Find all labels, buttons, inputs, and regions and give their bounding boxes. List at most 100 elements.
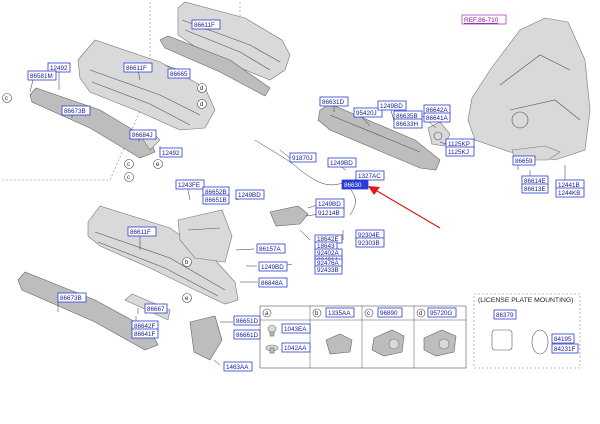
svg-text:86581M: 86581M <box>30 73 53 80</box>
rear-bumper-cover-lower <box>87 205 239 305</box>
label-86673B-bot[interactable]: 86673B <box>57 292 87 303</box>
svg-text:1243FE: 1243FE <box>178 182 200 189</box>
label-1125KJ[interactable]: 1125KJ <box>445 146 475 157</box>
svg-text:86642F: 86642F <box>134 323 156 330</box>
svg-text:84231F: 84231F <box>554 346 576 353</box>
svg-text:c: c <box>367 311 370 317</box>
svg-text:86613E: 86613E <box>524 186 546 193</box>
label-1244KB[interactable]: 1244KB <box>555 187 585 198</box>
label-86684J[interactable]: 86684J <box>129 129 157 140</box>
reflector-lower <box>269 205 309 227</box>
label-86611F-bot[interactable]: 86611F <box>127 226 157 237</box>
label-86673B-top[interactable]: 86673B <box>61 105 91 116</box>
svg-text:86667: 86667 <box>147 306 165 313</box>
svg-text:e: e <box>185 296 189 302</box>
sensor-icon-96890 <box>371 329 405 357</box>
svg-text:86641A: 86641A <box>426 115 449 122</box>
svg-text:86848A: 86848A <box>261 280 284 287</box>
label-1327AC[interactable]: 1327AC <box>355 170 385 181</box>
svg-text:86684J: 86684J <box>132 132 153 139</box>
license-bracket-icon <box>491 329 513 351</box>
nut-icon-1335AA <box>325 333 353 355</box>
bumper-cover-mid <box>77 39 216 131</box>
svg-text:86157A: 86157A <box>259 246 282 253</box>
label-12492-b[interactable]: 12492 <box>159 147 183 158</box>
label-1243FE[interactable]: 1243FE <box>175 179 205 190</box>
label-1335AA[interactable]: 1335AA <box>325 307 355 318</box>
label-1042AA[interactable]: 1042AA <box>281 342 311 353</box>
label-1249BD-e[interactable]: 1249BD <box>258 261 288 272</box>
label-86581M[interactable]: 86581M <box>27 70 57 81</box>
svg-text:91870J: 91870J <box>292 155 313 162</box>
skid-plate-lower <box>17 271 159 351</box>
svg-text:18642E: 18642E <box>317 236 339 243</box>
ref-86-710-label[interactable]: REF.86-710 <box>461 14 507 25</box>
label-84195[interactable]: 84195 <box>551 333 575 344</box>
label-96890[interactable]: 96890 <box>377 307 403 318</box>
svg-text:86633H: 86633H <box>396 121 419 128</box>
label-1043EA[interactable]: 1043EA <box>281 323 311 334</box>
label-1249BD-c[interactable]: 1249BD <box>235 189 265 200</box>
label-91870J[interactable]: 91870J <box>289 152 317 163</box>
label-86661D[interactable]: 86661D <box>233 329 261 340</box>
label-84231F[interactable]: 84231F <box>551 343 579 354</box>
label-95420J[interactable]: 95420J <box>353 107 383 118</box>
license-cover-icon <box>531 329 549 355</box>
callout-c-1: c <box>2 93 12 103</box>
label-86659[interactable]: 86659 <box>512 155 536 166</box>
label-86611F-mid[interactable]: 86611F <box>123 62 153 73</box>
svg-text:1249BD: 1249BD <box>238 192 261 199</box>
label-1249BD-b[interactable]: 1249BD <box>327 157 357 168</box>
license-plate-panel <box>473 293 581 369</box>
label-86157A[interactable]: 86157A <box>256 243 286 254</box>
bumper-lower-strip-upper <box>159 35 271 97</box>
label-12492-a[interactable]: 12492 <box>47 62 71 73</box>
label-86848A[interactable]: 86848A <box>258 277 288 288</box>
svg-text:92476A: 92476A <box>317 260 340 267</box>
table-callout-d: d <box>416 308 426 318</box>
svg-text:1244KB: 1244KB <box>558 190 580 197</box>
svg-text:c: c <box>5 96 8 102</box>
svg-text:86631D: 86631D <box>322 99 345 106</box>
svg-text:86642A: 86642A <box>426 107 449 114</box>
label-86613E[interactable]: 86613E <box>521 183 549 194</box>
svg-text:86661D: 86661D <box>236 332 259 339</box>
red-indicator-arrow <box>368 186 441 229</box>
label-1249BD-d[interactable]: 1249BD <box>315 198 345 209</box>
svg-text:86611F: 86611F <box>194 22 215 29</box>
svg-text:86635B: 86635B <box>396 113 418 120</box>
label-86651B[interactable]: 86651B <box>202 194 230 205</box>
label-86630-highlighted[interactable]: 86630 <box>341 179 369 190</box>
label-86665[interactable]: 86665 <box>167 68 191 79</box>
label-86641F[interactable]: 86641F <box>131 328 159 339</box>
mud-guard <box>189 315 223 361</box>
label-1249BD-a[interactable]: 1249BD <box>377 100 407 111</box>
svg-text:91214B: 91214B <box>318 210 340 217</box>
label-92303B[interactable]: 92303B <box>355 237 385 248</box>
table-callout-b: b <box>312 308 322 318</box>
label-86641A[interactable]: 86641A <box>423 112 451 123</box>
svg-text:92433B: 92433B <box>317 267 339 274</box>
label-95720G[interactable]: 95720G <box>427 307 457 318</box>
fastener-table <box>259 305 467 369</box>
label-91214B[interactable]: 91214B <box>315 207 345 218</box>
label-86379[interactable]: 86379 <box>493 309 517 320</box>
svg-text:REF.86-710: REF.86-710 <box>464 17 499 24</box>
label-92433B[interactable]: 92433B <box>314 265 343 275</box>
label-1463AA[interactable]: 1463AA <box>223 361 253 372</box>
label-86633H[interactable]: 86633H <box>393 118 423 129</box>
callout-c-2: c <box>124 172 134 182</box>
svg-text:1249BD: 1249BD <box>330 160 353 167</box>
svg-text:86379: 86379 <box>496 312 514 319</box>
label-86651D[interactable]: 86651D <box>233 315 261 326</box>
wiring-harness <box>254 139 346 186</box>
svg-text:86630: 86630 <box>344 182 362 189</box>
label-86611F-top[interactable]: 86611F <box>191 19 221 30</box>
svg-text:86659: 86659 <box>515 158 533 165</box>
label-86631D[interactable]: 86631D <box>319 96 349 107</box>
svg-text:96890: 96890 <box>380 310 398 317</box>
label-86667[interactable]: 86667 <box>144 303 168 314</box>
svg-text:b: b <box>315 311 319 317</box>
svg-text:1249BD: 1249BD <box>380 103 403 110</box>
rear-quarter-panel <box>467 17 591 161</box>
